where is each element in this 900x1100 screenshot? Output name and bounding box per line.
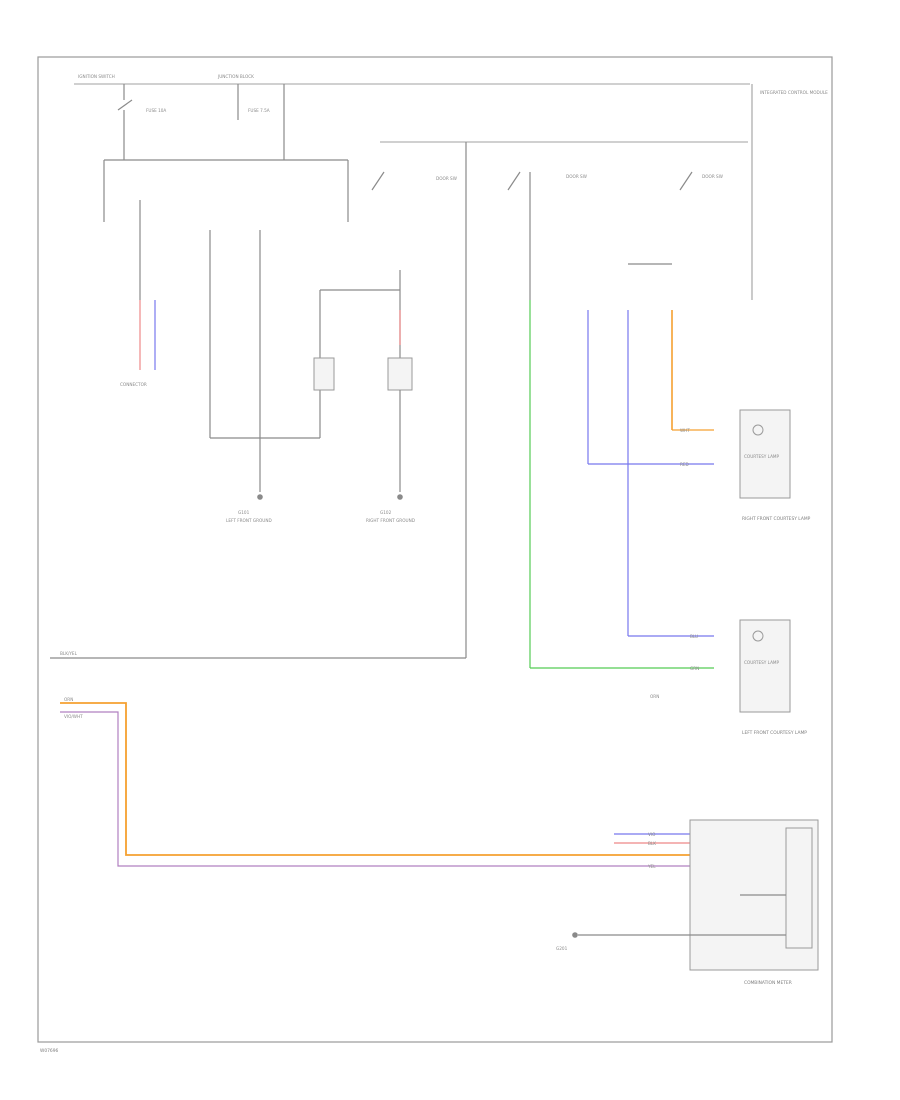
switch-ignition: [117, 99, 133, 111]
switch-3: [679, 171, 693, 191]
footer-code: W07696: [40, 1048, 59, 1054]
bulb-icon: [752, 424, 764, 436]
wire-color-label: YEL: [647, 864, 656, 869]
label-left-ground-sub: LEFT FRONT GROUND: [226, 518, 272, 523]
label-fuse-b: FUSE 7.5A: [248, 108, 270, 113]
wire-color-label: WHT: [680, 428, 690, 433]
label-left-connector: CONNECTOR: [120, 382, 147, 387]
label-purple-wire: VIO/WHT: [64, 714, 83, 719]
label-switch: FUSE 10A: [146, 108, 166, 113]
ground-left: [257, 494, 263, 500]
bulb-icon: [752, 630, 764, 642]
meter-connector: [785, 827, 813, 949]
wire-color-label: BLK: [648, 841, 656, 846]
label-bulb-2: COURTESY LAMP: [744, 660, 780, 665]
label-power-dist-right: INTEGRATED CONTROL MODULE: [760, 90, 828, 95]
label-switch-2: DOOR SW: [566, 174, 587, 179]
switch-2: [507, 171, 521, 191]
label-right-module-2: LEFT FRONT COURTESY LAMP: [742, 730, 807, 736]
label-mid-left-wire: BLK/YEL: [60, 651, 78, 656]
relay-1: [313, 357, 335, 391]
label-mid-ground-sub: RIGHT FRONT GROUND: [366, 518, 415, 523]
label-bottom-ground: G201: [556, 946, 568, 951]
ground-bottom: [572, 932, 578, 938]
label-orange-wire: ORN: [64, 697, 73, 702]
diagram-frame: [37, 56, 833, 1043]
label-ignition-switch: IGNITION SWITCH: [78, 74, 115, 79]
wire-color-label: BLU: [690, 634, 698, 639]
label-left-ground: G101: [238, 510, 250, 515]
relay-2: [387, 357, 413, 391]
label-right-module-1: RIGHT FRONT COURTESY LAMP: [742, 516, 811, 522]
wire-purple: [60, 711, 690, 867]
ground-mid: [397, 494, 403, 500]
label-bulb-1: COURTESY LAMP: [744, 454, 780, 459]
lamp-module-1: [739, 409, 791, 499]
wire-color-label: ORN: [650, 694, 659, 699]
label-switch-1: DOOR SW: [436, 176, 457, 181]
label-switch-3: DOOR SW: [702, 174, 723, 179]
wire-color-label: RED: [680, 462, 689, 467]
label-mid-ground: G102: [380, 510, 392, 515]
lamp-module-2: [739, 619, 791, 713]
switch-1: [371, 171, 385, 191]
wire-color-label: VIO: [648, 832, 656, 837]
wire-orange: [60, 702, 690, 856]
label-bottom-module: COMBINATION METER: [744, 980, 792, 986]
wire-color-label: GRN: [690, 666, 699, 671]
label-power-dist-top: JUNCTION BLOCK: [217, 74, 254, 79]
